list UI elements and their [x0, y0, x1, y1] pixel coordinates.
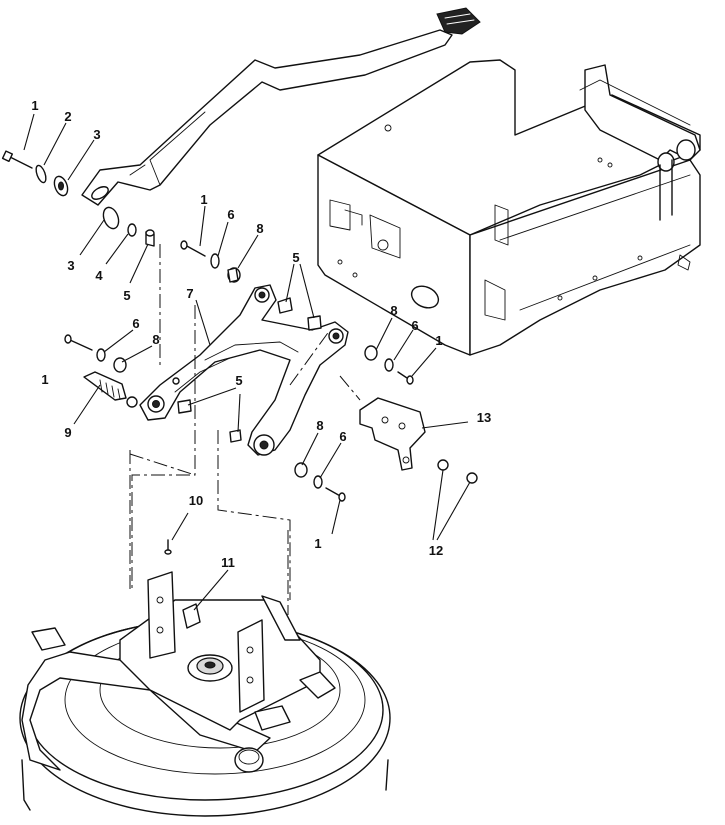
- callout-label: 7: [186, 286, 193, 301]
- pivot-hardware-left: [64, 334, 138, 408]
- callout-label: 10: [189, 493, 203, 508]
- alignment-lines: [129, 244, 361, 615]
- mower-frame: [317, 59, 701, 356]
- callout-label: 8: [256, 221, 263, 236]
- callout-label: 9: [64, 425, 71, 440]
- callout-label: 1: [41, 372, 48, 387]
- callout-label: 11: [221, 555, 235, 570]
- pedal-arm: [81, 7, 481, 206]
- callout-label: 8: [390, 303, 397, 318]
- callout-label: 5: [123, 288, 130, 303]
- bracket: [359, 397, 478, 484]
- callout-label: 4: [95, 268, 103, 283]
- arm-hardware: [1, 150, 155, 247]
- callout-label: 1: [31, 98, 38, 113]
- callout-label: 1: [314, 536, 321, 551]
- pivot-hardware-right: [294, 345, 414, 502]
- callout-label: 13: [477, 410, 491, 425]
- callout-label: 6: [227, 207, 234, 222]
- callout-label: 8: [152, 332, 159, 347]
- callout-label: 8: [316, 418, 323, 433]
- pivot-link: [139, 284, 349, 456]
- callout-label: 6: [411, 318, 418, 333]
- callout-label: 2: [64, 109, 71, 124]
- callout-label: 12: [429, 543, 443, 558]
- callout-label: 5: [292, 250, 299, 265]
- pivot-hardware-upper: [180, 240, 241, 283]
- callout-label: 1: [435, 333, 442, 348]
- callout-label: 6: [339, 429, 346, 444]
- mower-deck: [19, 539, 391, 817]
- callout-label: 3: [93, 127, 100, 142]
- leader-lines: [23, 113, 471, 611]
- callout-label: 3: [67, 258, 74, 273]
- callout-label: 6: [132, 316, 139, 331]
- callout-label: 1: [200, 192, 207, 207]
- callout-label: 5: [235, 373, 242, 388]
- callout-labels: 1 2 3 3 4 5 1 6 8 5 7 6 8 1 9 5 8 6 1 8 …: [31, 98, 491, 570]
